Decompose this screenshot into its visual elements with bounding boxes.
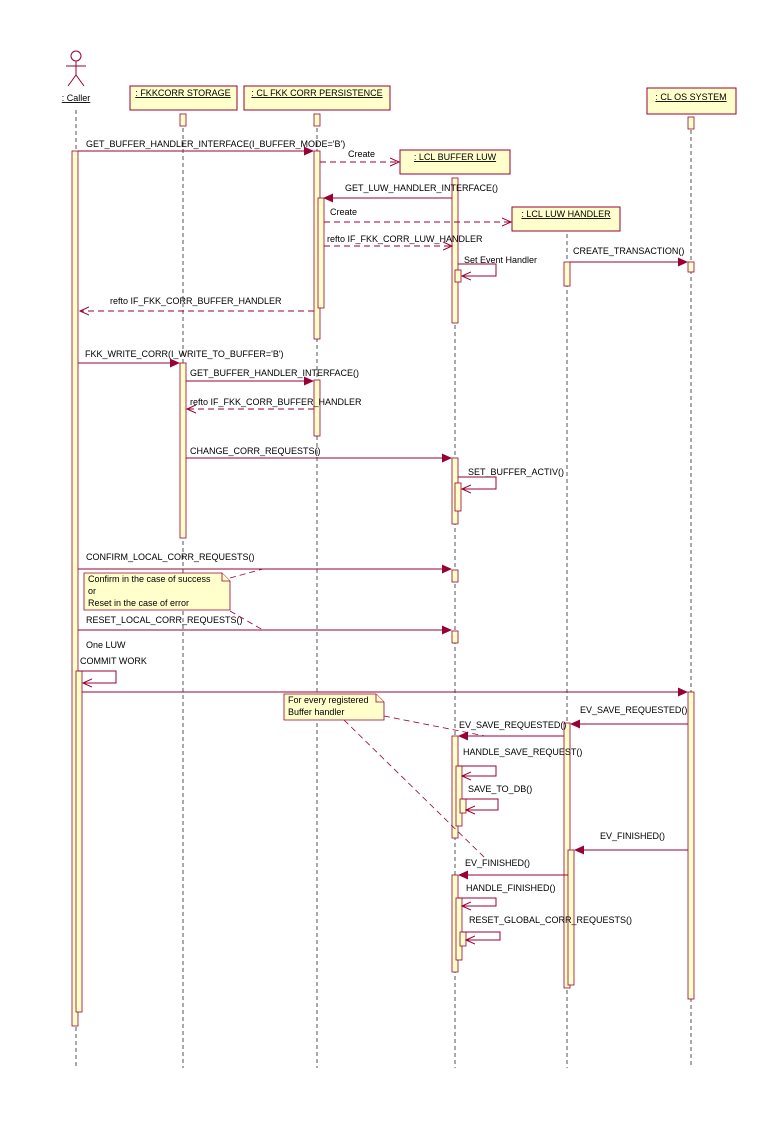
- message-label: SET_BUFFER_ACTIV(): [468, 467, 564, 477]
- participant-storage: : FKKCORR STORAGE: [129, 85, 238, 127]
- participant-label-caller: : Caller: [62, 93, 91, 103]
- message-label: CONFIRM_LOCAL_CORR_REQUESTS(): [86, 552, 255, 562]
- message-label: FKK_WRITE_CORR(I_WRITE_TO_BUFFER='B'): [85, 349, 284, 359]
- self-message-arrow: [462, 798, 499, 810]
- activation-luw-6b: [455, 897, 463, 961]
- activation-luw-3: [451, 569, 459, 583]
- message-label: EV_SAVE_REQUESTED(): [580, 705, 687, 715]
- message-label: COMMIT WORK: [80, 656, 147, 666]
- self-message-arrow: [458, 476, 497, 489]
- activation-luw-6c: [459, 931, 467, 947]
- self-message-arrow: [78, 670, 117, 683]
- activation-luw-4: [451, 630, 459, 644]
- participant-label-storage: : FKKCORR STORAGE: [135, 88, 230, 98]
- activation-luw-2b: [454, 482, 462, 512]
- self-message-arrow: [458, 897, 497, 906]
- note-line: or: [88, 586, 96, 596]
- message-label: Set Event Handler: [464, 255, 537, 265]
- message-label: CHANGE_CORR_REQUESTS(): [190, 446, 321, 456]
- participant-label-luwhandler: : LCL LUW HANDLER: [521, 209, 611, 219]
- self-message-arrow: [462, 931, 501, 940]
- activation-storage: [179, 362, 187, 539]
- activation-luwhandler-1: [563, 261, 571, 287]
- one-luw-label: One LUW: [86, 640, 126, 650]
- message-label: refto IF_FKK_CORR_BUFFER_HANDLER: [110, 296, 282, 306]
- note-line: For every registered: [288, 695, 369, 705]
- message-label: Create: [348, 149, 375, 159]
- activation-luw-5c: [459, 798, 467, 814]
- participant-ossystem: : CL OS SYSTEM: [646, 87, 737, 130]
- actor-caller: : Caller: [62, 50, 91, 103]
- activation-caller-outer: [71, 150, 79, 1027]
- message-label: GET_BUFFER_HANDLER_INTERFACE(): [190, 368, 359, 378]
- activation-caller-inner: [75, 670, 83, 1013]
- message-label: RESET_GLOBAL_CORR_REQUESTS(): [469, 915, 632, 925]
- activation-ossystem-1: [687, 261, 695, 273]
- message-label: refto IF_FKK_CORR_BUFFER_HANDLER: [190, 397, 362, 407]
- message-label: EV_FINISHED(): [600, 831, 665, 841]
- note-anchor-line: [229, 568, 264, 579]
- note-line: Buffer handler: [288, 707, 344, 717]
- actor-leg-left: [67, 74, 77, 87]
- participant-label-luw: : LCL BUFFER LUW: [414, 152, 497, 162]
- message-label: Create: [330, 207, 357, 217]
- activation-persistence-1b: [317, 197, 325, 309]
- note-anchor-line: [343, 719, 486, 859]
- activation-ossystem-2: [687, 691, 695, 1000]
- note-line: Confirm in the case of success: [88, 574, 211, 584]
- participant-luwhandler: : LCL LUW HANDLER: [511, 206, 621, 232]
- message-label: EV_FINISHED(): [465, 858, 530, 868]
- note-anchor-line: [229, 610, 264, 631]
- note-every-buffer-handler: For every registered Buffer handler: [283, 693, 385, 721]
- participant-luw: : LCL BUFFER LUW: [399, 149, 511, 175]
- activation-luw-5b: [455, 765, 463, 827]
- actor-leg-right: [75, 74, 85, 87]
- message-label: EV_SAVE_REQUESTED(): [459, 720, 566, 730]
- self-message-arrow: [458, 263, 497, 276]
- note-line: Reset in the case of error: [88, 598, 189, 608]
- activation-luw-1b: [454, 269, 462, 283]
- participant-label-persistence: : CL FKK CORR PERSISTENCE: [251, 88, 382, 98]
- message-label: RESET_LOCAL_CORR_REQUESTS(): [86, 615, 243, 625]
- message-label: refto IF_FKK_CORR_LUW_HANDLER: [327, 234, 483, 244]
- note-confirm-reset: Confirm in the case of success or Reset …: [83, 572, 231, 611]
- message-label: GET_LUW_HANDLER_INTERFACE(): [345, 183, 498, 193]
- participant-persistence: : CL FKK CORR PERSISTENCE: [243, 85, 391, 127]
- self-message-arrow: [458, 765, 497, 776]
- activation-luwhandler-2b: [567, 849, 575, 986]
- activation-luw-1: [451, 177, 459, 324]
- activation-persistence-2: [313, 379, 321, 437]
- participant-label-ossystem: : CL OS SYSTEM: [655, 92, 726, 102]
- note-anchor-line: [383, 715, 486, 737]
- message-label: HANDLE_SAVE_REQUEST(): [463, 747, 582, 757]
- message-label: GET_BUFFER_HANDLER_INTERFACE(I_BUFFER_MO…: [86, 139, 345, 149]
- actor-head: [70, 50, 82, 62]
- message-label: CREATE_TRANSACTION(): [573, 246, 684, 256]
- message-label: HANDLE_FINISHED(): [466, 883, 556, 893]
- message-label: SAVE_TO_DB(): [468, 784, 532, 794]
